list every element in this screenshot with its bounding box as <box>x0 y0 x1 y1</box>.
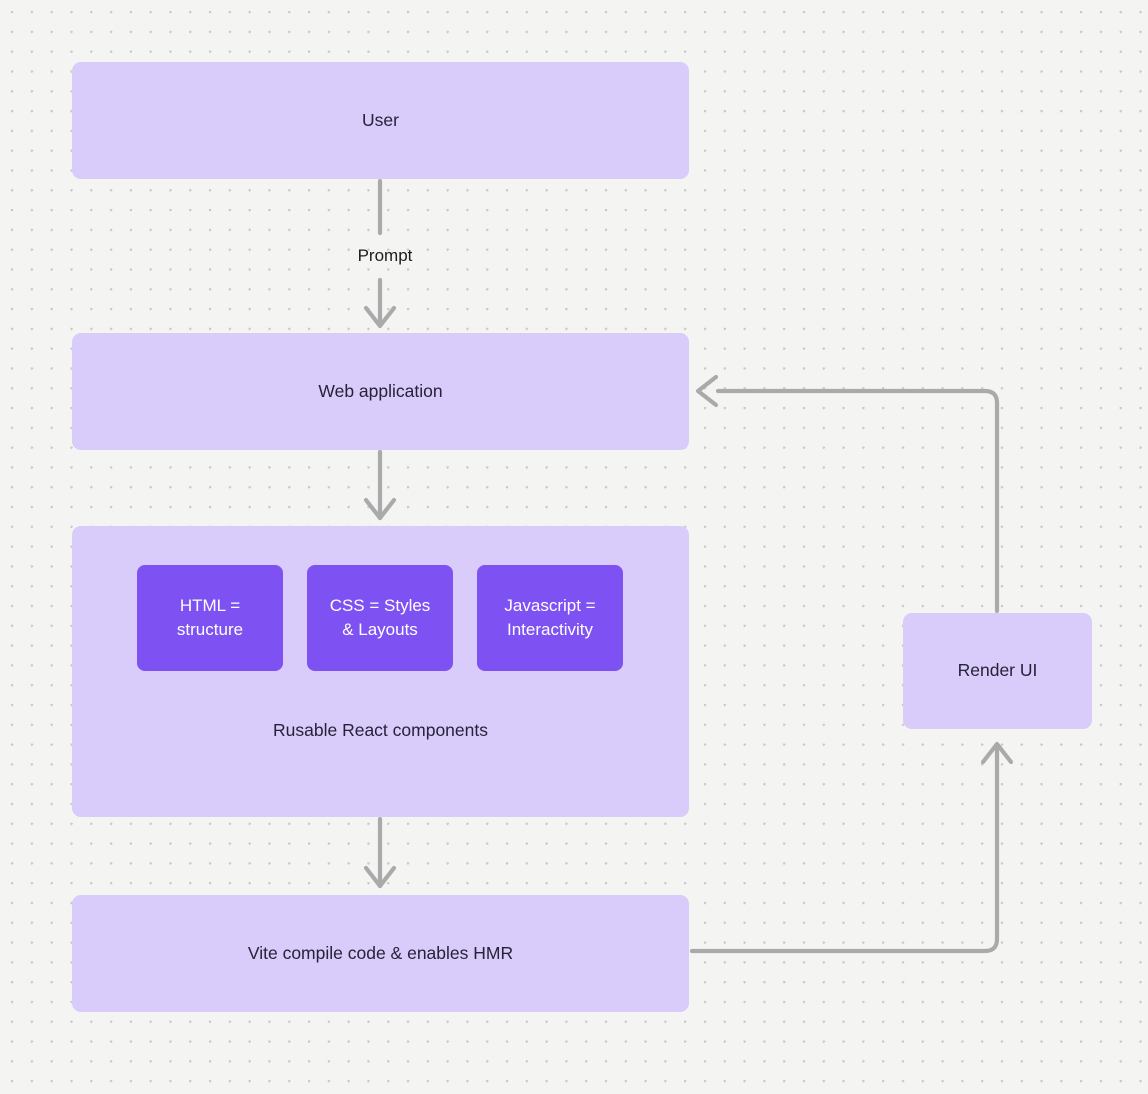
arrowhead-left-web-application <box>695 374 719 408</box>
node-javascript-label: Javascript = Interactivity <box>504 595 596 639</box>
group-caption-text: Rusable React components <box>273 720 488 740</box>
node-vite[interactable]: Vite compile code & enables HMR <box>72 895 689 1012</box>
arrowhead-up-render-ui <box>980 741 1014 765</box>
node-html[interactable]: HTML = structure <box>137 565 283 671</box>
edge-label-prompt-text: Prompt <box>357 246 413 265</box>
node-vite-label: Vite compile code & enables HMR <box>247 942 514 963</box>
group-caption-reusable-react-components: Rusable React components <box>72 719 689 743</box>
node-html-label: HTML = structure <box>176 595 244 639</box>
arrowhead-down-vite <box>363 865 397 889</box>
node-css-label: CSS = Styles & Layouts <box>329 595 431 639</box>
edge-label-prompt: Prompt <box>340 245 430 267</box>
node-render-ui-label: Render UI <box>957 660 1038 681</box>
node-javascript[interactable]: Javascript = Interactivity <box>477 565 623 671</box>
node-user[interactable]: User <box>72 62 689 179</box>
node-web-application[interactable]: Web application <box>72 333 689 450</box>
edge-render-ui-to-web-application <box>715 388 1000 614</box>
node-user-label: User <box>362 109 399 130</box>
edge-vite-to-render-ui <box>689 745 1000 954</box>
node-render-ui[interactable]: Render UI <box>903 613 1092 729</box>
node-css[interactable]: CSS = Styles & Layouts <box>307 565 453 671</box>
arrowhead-down-web-application <box>363 305 397 329</box>
node-web-application-label: Web application <box>318 380 443 401</box>
arrowhead-down-components <box>363 497 397 521</box>
